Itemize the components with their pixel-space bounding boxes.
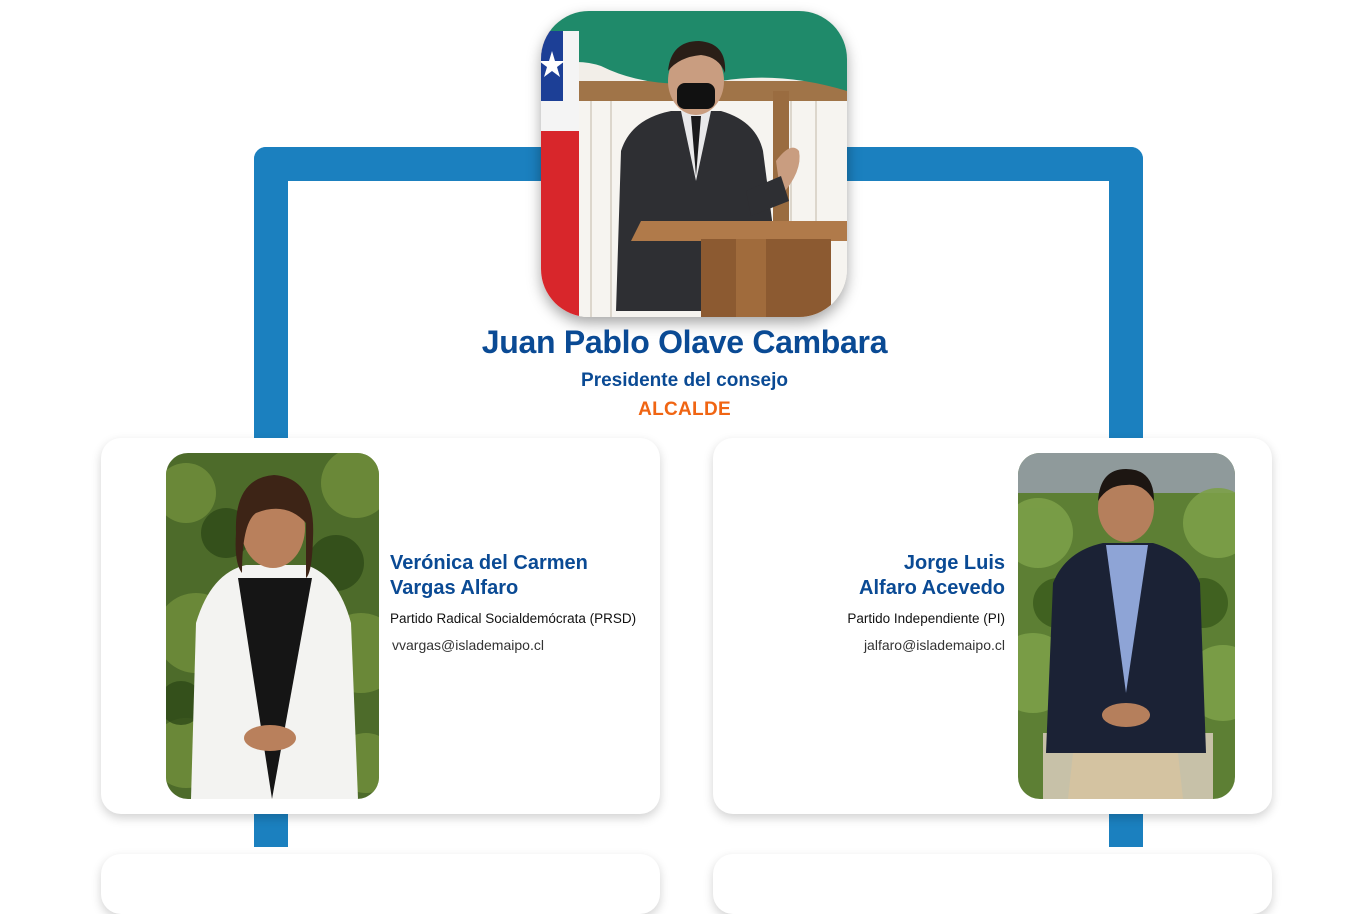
mayor-photo bbox=[541, 11, 847, 317]
mayor-name: Juan Pablo Olave Cambara bbox=[481, 324, 888, 360]
councilor-name-line1: Verónica del Carmen bbox=[390, 552, 588, 574]
councilor-name: Verónica del Carmen Vargas Alfaro bbox=[390, 551, 588, 601]
councilor-photo bbox=[1018, 453, 1235, 799]
mayor-title: ALCALDE bbox=[638, 399, 731, 420]
councilor-email[interactable]: jalfaro@islademaipo.cl bbox=[863, 637, 1005, 653]
councilor-name-line2: Alfaro Acevedo bbox=[859, 577, 1005, 599]
councilor-email[interactable]: vvargas@islademaipo.cl bbox=[392, 637, 544, 653]
councilor-photo bbox=[166, 453, 379, 799]
councilor-party: Partido Independiente (PI) bbox=[847, 611, 1005, 626]
councilor-name-line2: Vargas Alfaro bbox=[390, 577, 519, 599]
councilor-name-line1: Jorge Luis bbox=[903, 552, 1005, 574]
councilor-party: Partido Radical Socialdemócrata (PRSD) bbox=[390, 611, 637, 626]
councilor-card bbox=[713, 854, 1272, 914]
councilor-card: Verónica del Carmen Vargas Alfaro Partid… bbox=[101, 438, 660, 814]
councilor-card: Jorge Luis Alfaro Acevedo Partido Indepe… bbox=[713, 438, 1272, 814]
mayor-role: Presidente del consejo bbox=[581, 370, 788, 391]
councilor-name: Jorge Luis Alfaro Acevedo bbox=[859, 551, 1005, 601]
councilor-card bbox=[101, 854, 660, 914]
